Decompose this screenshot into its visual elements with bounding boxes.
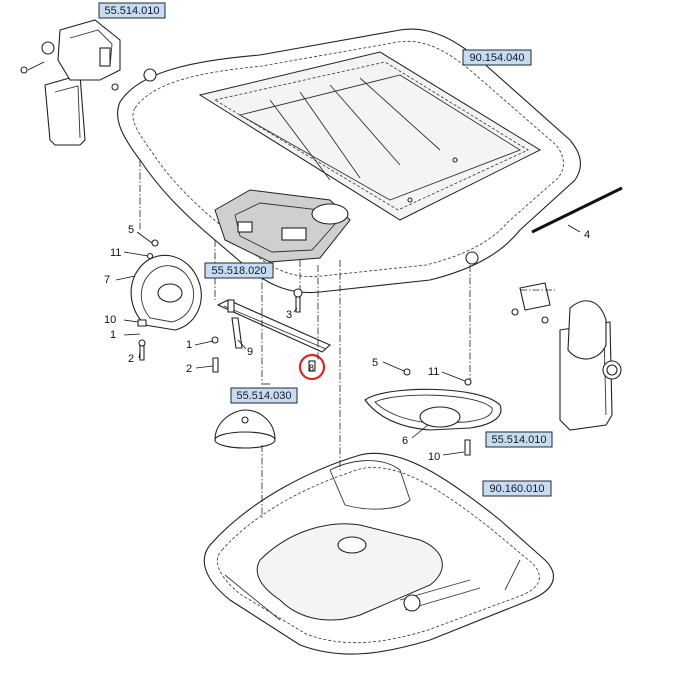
- callout-8: 8: [309, 363, 314, 373]
- rod-part-4: [531, 186, 623, 234]
- right-cover-part-6: [364, 368, 502, 456]
- center-strip-part-9: [211, 288, 332, 373]
- seat-cushion: [117, 28, 581, 294]
- left-cover-part-7: [130, 239, 202, 331]
- ref-label: 90.160.010: [489, 483, 544, 495]
- callout-11-right: 11: [428, 366, 439, 378]
- callout-numbers: 4 5 11 7 10 1 2 3 1 2 9 8 5 11 6 10: [104, 224, 590, 463]
- ref-label: 55.514.030: [236, 390, 291, 402]
- callout-7: 7: [104, 274, 110, 286]
- callout-9: 9: [247, 346, 253, 358]
- right-armrest-control: [511, 282, 622, 431]
- callout-3: 3: [286, 309, 292, 321]
- callout-10-left: 10: [104, 314, 116, 326]
- ref-label: 55.514.010: [491, 434, 546, 446]
- callout-6: 6: [402, 435, 408, 447]
- ref-box-55514010-top-left: 55.514.010: [98, 2, 166, 19]
- ref-box-90160010: 90.160.010: [482, 480, 552, 497]
- ref-box-55514030: 55.514.030: [230, 387, 298, 404]
- callout-10-right: 10: [428, 451, 440, 463]
- ref-box-90154040: 90.154.040: [462, 49, 532, 66]
- ref-label: 55.514.010: [104, 5, 159, 17]
- callout-5-right: 5: [372, 357, 378, 369]
- callout-1-mid: 1: [186, 339, 192, 351]
- ref-box-55514010-right: 55.514.010: [485, 431, 553, 448]
- ref-box-55518020: 55.518.020: [204, 262, 274, 279]
- callout-1-left: 1: [110, 329, 116, 341]
- ref-label: 55.518.020: [211, 265, 266, 277]
- left-fasteners: [137, 319, 147, 361]
- highlighted-part-8: [298, 353, 326, 381]
- callout-5-left: 5: [128, 224, 134, 236]
- leader-lines: [115, 231, 466, 456]
- assembly-lines: [139, 160, 555, 520]
- ref-label: 90.154.040: [469, 52, 524, 64]
- callout-2-mid: 2: [186, 363, 192, 375]
- callout-4: 4: [584, 229, 590, 241]
- left-armrest-control: [20, 19, 121, 146]
- seat-base-shell: [203, 452, 554, 655]
- callout-11-left: 11: [110, 247, 121, 259]
- callout-2-left: 2: [128, 353, 134, 365]
- dome-cover: [214, 409, 276, 449]
- highlight-circle: [298, 353, 326, 381]
